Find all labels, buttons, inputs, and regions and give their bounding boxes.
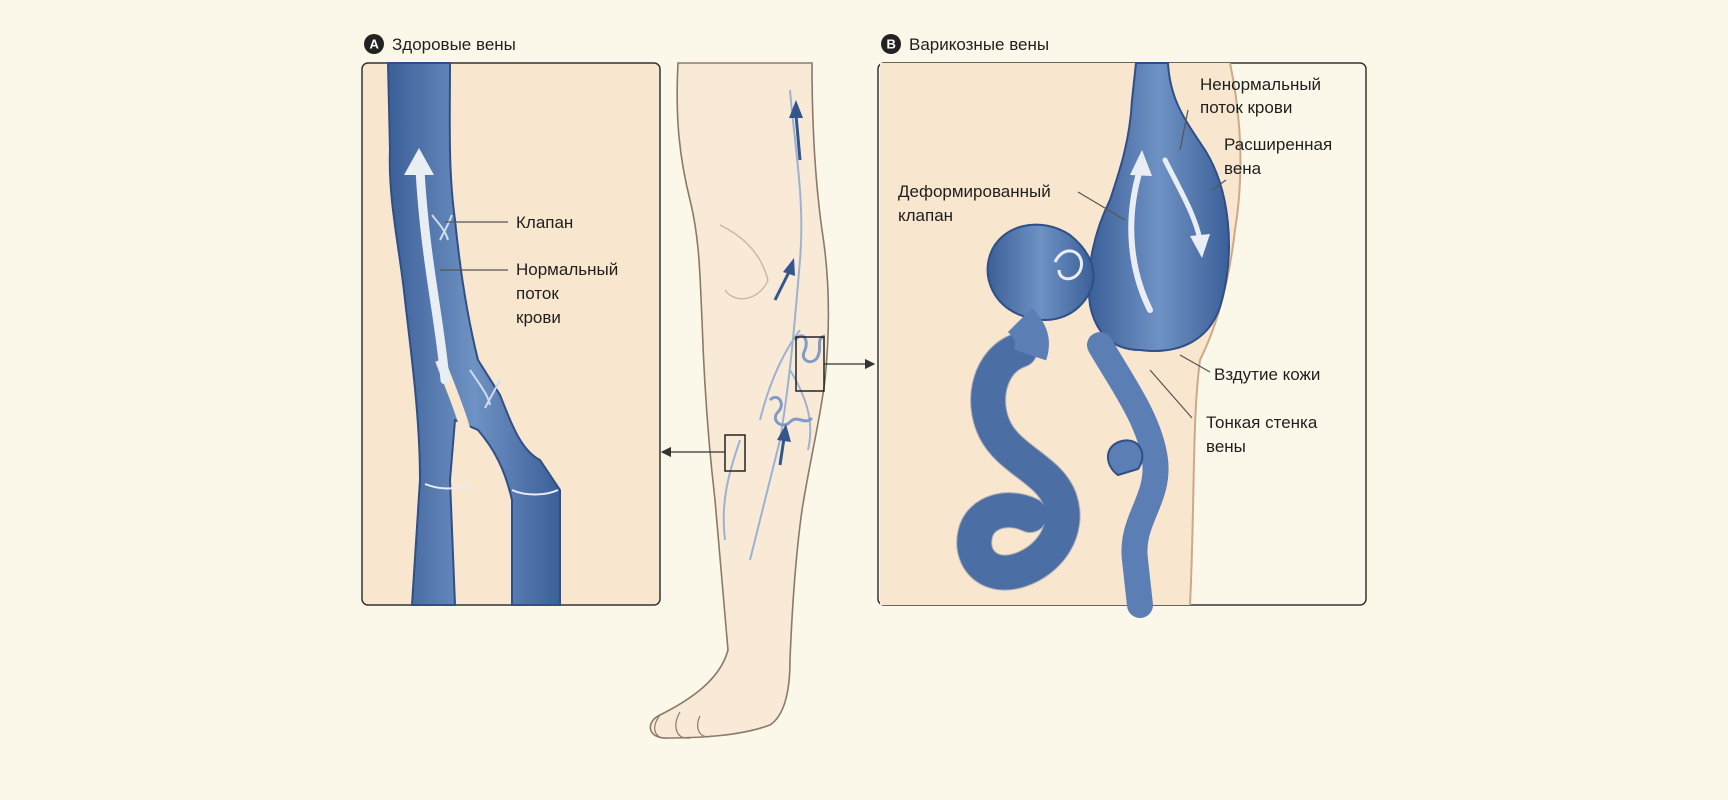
varicose-cluster: [768, 395, 814, 427]
reflux-arrow: [1128, 167, 1153, 313]
surface-vein: [749, 89, 803, 561]
valve-ring: [511, 489, 559, 496]
label-thin-wall-2: вены: [1206, 437, 1246, 456]
toes: [654, 711, 713, 739]
dilated-vein: [1087, 62, 1230, 352]
leg-outline: [649, 62, 830, 739]
panel-b-title: Варикозные вены: [909, 35, 1049, 54]
tortuous-vein-branch: [1087, 332, 1169, 618]
badge-a-letter: A: [370, 37, 380, 52]
label-normal-flow-3: крови: [516, 308, 561, 327]
leg-flow-arrow: [794, 114, 802, 161]
tortuous-vein-edge: [956, 332, 1081, 591]
skin-surface: [1189, 62, 1242, 606]
leg-flow-arrow-head: [783, 258, 795, 276]
label-abnormal-flow-1: Ненормальный: [1200, 75, 1321, 94]
reflux-arrow-down: [1162, 157, 1203, 243]
badge-b: [881, 34, 901, 54]
leg-flow-arrow: [778, 437, 786, 466]
flow-arrow-head: [404, 148, 434, 175]
badge-a: [364, 34, 384, 54]
valve-leaflet: [469, 369, 501, 409]
abnormal-flow-leader: [1179, 109, 1189, 151]
valve-ring: [424, 483, 471, 490]
knee-line: [719, 224, 769, 300]
label-valve: Клапан: [516, 213, 573, 232]
panel-b: Ненормальный поток крови Расширенная вен…: [877, 34, 1367, 618]
label-skin-bulge: Вздутие кожи: [1214, 365, 1320, 384]
callout-box-a: [724, 434, 746, 472]
panel-a: Клапан Нормальный поток крови A Здоровые…: [361, 34, 661, 606]
label-dilated-vein-2: вена: [1224, 159, 1262, 178]
leg-flow-arrow-head: [789, 100, 803, 118]
surface-vein: [722, 439, 741, 541]
reflux-arrow-down-head: [1190, 234, 1210, 258]
deformed-valve-bulge: [986, 223, 1095, 321]
healthy-vein: [386, 62, 561, 606]
dilated-vein-leader: [1211, 179, 1227, 191]
swirl-flow: [1053, 249, 1083, 281]
flow-arrow-shaft: [415, 165, 450, 385]
leg-flow-arrow-head: [777, 424, 791, 442]
label-dilated-vein-1: Расширенная: [1224, 135, 1332, 154]
leg-flow-arrow: [773, 269, 792, 301]
vein-bulge: [1107, 439, 1144, 477]
reflux-arrow-head: [1130, 150, 1152, 176]
skin-bulge-leader: [1179, 354, 1211, 373]
vein-connector: [1007, 307, 1049, 361]
label-normal-flow-2: поток: [516, 284, 559, 303]
badge-b-letter: B: [887, 37, 896, 52]
panel-a-title: Здоровые вены: [392, 35, 516, 54]
label-normal-flow-1: Нормальный: [516, 260, 618, 279]
tortuous-vein: [957, 333, 1080, 590]
valve-leaflet: [431, 214, 453, 241]
label-deformed-valve-1: Деформированный: [898, 182, 1051, 201]
label-deformed-valve-2: клапан: [898, 206, 953, 225]
label-thin-wall-1: Тонкая стенка: [1206, 413, 1318, 432]
deformed-valve-leader: [1077, 191, 1126, 221]
label-abnormal-flow-2: поток крови: [1200, 98, 1292, 117]
thin-wall-leader: [1149, 369, 1193, 419]
leg: [649, 62, 876, 739]
